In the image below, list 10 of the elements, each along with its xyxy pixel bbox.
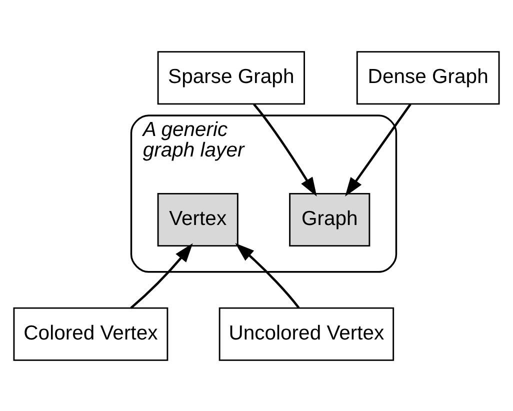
arrow — [253, 102, 317, 196]
node-box: Vertex — [157, 192, 238, 246]
arrow — [235, 242, 300, 308]
arrow — [345, 102, 412, 196]
node-box: Colored Vertex — [13, 306, 168, 360]
node-box: Dense Graph — [356, 50, 500, 104]
node-box: Graph — [289, 192, 370, 246]
arrow — [130, 242, 193, 308]
node-box: Sparse Graph — [157, 50, 306, 104]
node-box: Uncolored Vertex — [218, 306, 394, 360]
